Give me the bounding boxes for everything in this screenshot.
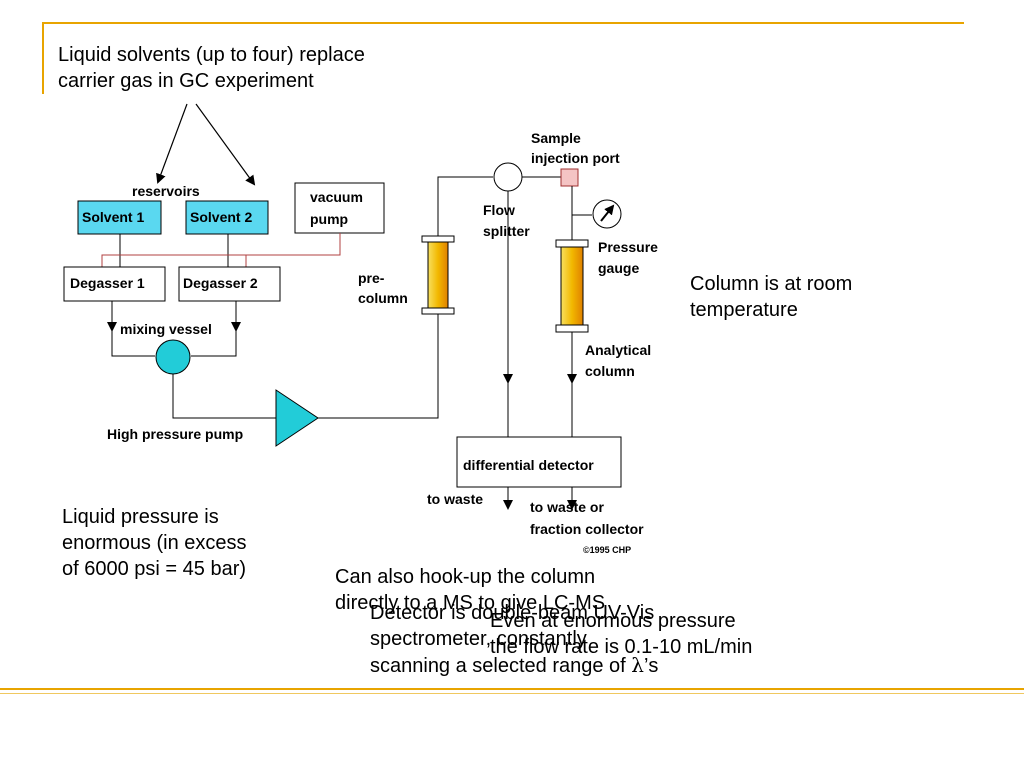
precolumn-label-line1: pre- <box>358 270 385 286</box>
note-detector-suffix: ’s <box>643 655 659 677</box>
flow-splitter <box>493 162 523 192</box>
precolumn-cap-top <box>421 235 455 243</box>
line-pump-to-precolumn <box>318 314 439 419</box>
sample-label-line2: injection port <box>531 150 620 166</box>
line-to-mixer-right <box>191 330 237 357</box>
fraction-label-line2: fraction collector <box>530 521 644 537</box>
solvent-2-reservoir <box>185 200 269 235</box>
line-to-mixer-left <box>111 330 155 357</box>
bottom-accent-rule <box>0 688 1024 690</box>
degasser-1-label: Degasser 1 <box>70 275 145 291</box>
note-lc-ms: Can also hook-up the column directly to … <box>335 566 606 614</box>
mixing-vessel <box>155 339 191 375</box>
waste-label: to waste <box>427 491 483 507</box>
precolumn <box>427 241 449 309</box>
note-flow-rate: Even at enormous pressure the flow rate … <box>490 610 753 658</box>
sample-injection-port <box>560 168 579 187</box>
solvent-1-label: Solvent 1 <box>82 209 144 225</box>
degasser-2-label: Degasser 2 <box>183 275 258 291</box>
vacuum-label-line1: vacuum <box>310 189 363 205</box>
pump-label: High pressure pump <box>107 426 243 442</box>
note-room-temperature: Column is at room temperature <box>690 273 853 321</box>
mixing-vessel-label: mixing vessel <box>120 321 212 337</box>
sample-label-line1: Sample <box>531 130 581 146</box>
differential-detector-box <box>456 436 622 488</box>
pressure-gauge-needle <box>600 204 615 222</box>
solvent-2-label: Solvent 2 <box>190 209 252 225</box>
note-solvents: Liquid solvents (up to four) replace car… <box>58 44 365 92</box>
analytical-label-line1: Analytical <box>585 342 651 358</box>
fraction-label-line1: to waste or <box>530 499 604 515</box>
note-detector: Detector is double-beam UV-Vis spectrome… <box>370 600 658 679</box>
gauge-label-line1: Pressure <box>598 239 658 255</box>
splitter-label-line2: splitter <box>483 223 530 239</box>
note-detector-text: Detector is double-beam UV-Vis spectrome… <box>370 602 655 677</box>
analytical-column-cap-top <box>555 239 589 248</box>
copyright-label: ©1995 CHP <box>583 545 631 555</box>
precolumn-label-line2: column <box>358 290 408 306</box>
left-accent-rule <box>42 22 44 94</box>
line-precolumn-to-splitter <box>437 176 493 236</box>
gauge-label-line2: gauge <box>598 260 639 276</box>
detector-label: differential detector <box>463 457 594 473</box>
lambda-symbol: λ <box>631 653 644 677</box>
analytical-label-line2: column <box>585 363 635 379</box>
solvent-1-reservoir <box>77 200 162 235</box>
degasser-1-box <box>63 266 166 302</box>
arrow-to-solvent-1 <box>156 103 188 184</box>
analytical-column <box>560 246 584 326</box>
vacuum-line <box>101 233 341 267</box>
bottom-accent-rule-thin <box>0 693 1024 694</box>
top-accent-rule <box>42 22 964 24</box>
vacuum-pump-box <box>294 182 385 234</box>
vacuum-label-line2: pump <box>310 211 348 227</box>
line-mixer-to-pump <box>172 374 276 419</box>
splitter-label-line1: Flow <box>483 202 515 218</box>
precolumn-cap-bottom <box>421 307 455 315</box>
note-liquid-pressure: Liquid pressure is enormous (in excess o… <box>62 506 247 580</box>
reservoirs-label: reservoirs <box>132 183 200 199</box>
analytical-column-cap-bottom <box>555 324 589 333</box>
arrow-to-solvent-2 <box>195 103 256 186</box>
degasser-2-box <box>178 266 281 302</box>
high-pressure-pump <box>275 389 319 447</box>
